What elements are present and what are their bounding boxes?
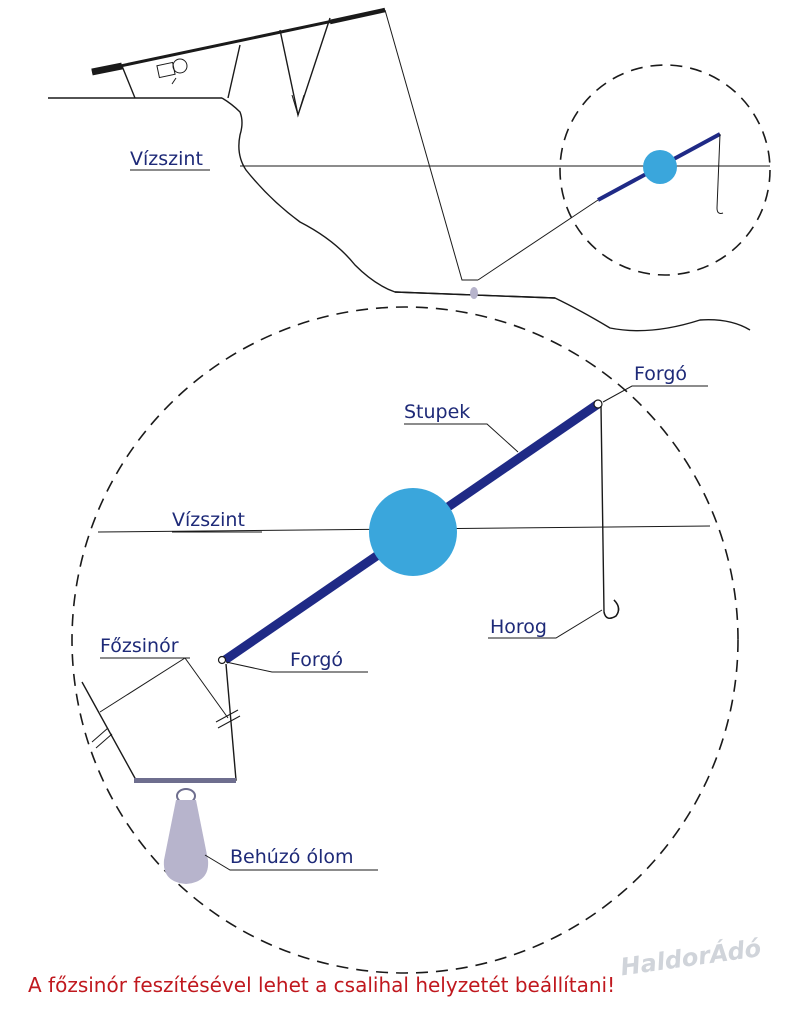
main-line-detail [81, 663, 237, 781]
fozsinor-label: Főzsinór [100, 635, 179, 657]
rod-rest-v-inner [291, 94, 305, 117]
watermark-logo: HaldorÁdó [619, 933, 763, 981]
float-ball [369, 488, 457, 576]
line-break-mark-right-b [217, 715, 241, 729]
rod-rest-back [227, 44, 241, 99]
fozsinor-leader-right [184, 657, 229, 719]
reel-icon [156, 58, 188, 85]
rod-tip [329, 7, 386, 25]
swivel-bottom [217, 655, 227, 665]
rod-rest-v [279, 17, 331, 118]
forgo-bottom-leader [225, 661, 368, 673]
rod-rest-front [121, 65, 136, 99]
forgo-top-label: Forgó [634, 363, 687, 385]
stupek-label: Stupek [404, 401, 470, 423]
bank-slope [221, 97, 751, 332]
detail-circle-small [559, 64, 771, 276]
line-break-mark-right-a [215, 709, 239, 723]
detail-scene: Vízszint Forgó Stupek Horog Forgó Főzsin… [71, 306, 739, 974]
behuzo-olom-label: Behúzó ólom [230, 846, 353, 868]
hook-line-overview [716, 133, 724, 214]
horog-label: Horog [490, 616, 547, 638]
vizszint-detail-label: Vízszint [172, 509, 245, 531]
stupek-leader [404, 423, 519, 453]
line-to-stick-overview [477, 199, 599, 281]
line-break-mark-left-b [95, 733, 113, 749]
lead-bar [134, 778, 236, 783]
swivel-top [593, 399, 603, 409]
horog-leader [488, 609, 603, 639]
hook-icon [603, 599, 620, 619]
forgo-top-leader [602, 385, 708, 403]
overview-scene: Vízszint [48, 7, 771, 332]
rod-handle [91, 62, 123, 76]
line-break-mark-left-a [91, 727, 109, 743]
fozsinor-leader-left [99, 657, 186, 713]
lead-weight-overview [470, 287, 478, 299]
float-overview [643, 150, 677, 184]
main-line-overview [384, 9, 478, 281]
hook-line-detail [600, 405, 620, 619]
detail-circle-large [71, 306, 739, 974]
olom-leader [204, 854, 378, 871]
caption-text: A főzsinór feszítésével lehet a csalihal… [28, 973, 615, 997]
lead-weight [163, 800, 209, 884]
forgo-bottom-label: Forgó [290, 649, 343, 671]
vizszint-top-label: Vízszint [130, 148, 203, 170]
